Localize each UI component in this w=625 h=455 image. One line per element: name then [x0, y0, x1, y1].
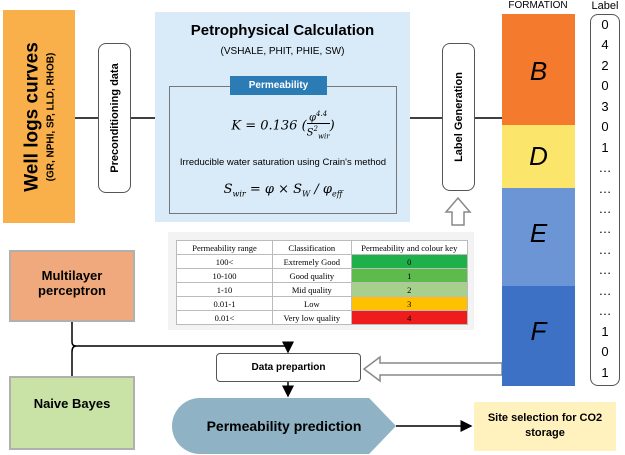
label-generation-box: Label Generation — [442, 43, 475, 191]
well-logs-title: Well logs curves — [21, 41, 43, 192]
formation-zone-f: F — [502, 286, 575, 386]
label-column-header: Label — [591, 0, 619, 12]
range-cell: 0.01< — [175, 310, 274, 325]
label-value: 0 — [601, 17, 609, 32]
label-value: … — [598, 282, 612, 298]
label-value: 3 — [601, 98, 609, 114]
label-value: 1 — [601, 364, 609, 380]
classification-cell: Very low quality — [272, 310, 352, 325]
label-value: … — [598, 262, 612, 278]
color-key-cell: 1 — [350, 268, 469, 283]
equation-swir: Swir = φ × SW / φeff — [223, 182, 343, 199]
formation-zone-e: E — [502, 188, 575, 286]
label-generation-label: Label Generation — [452, 72, 465, 162]
table-row: 100< Extremely Good 0 — [175, 254, 469, 269]
well-logs-subtitle: (GR, NPHI, SP, LLD, RHOB) — [45, 52, 57, 181]
naive-bayes-label: Naive Bayes — [33, 396, 111, 411]
well-logs-box: Well logs curves (GR, NPHI, SP, LLD, RHO… — [3, 10, 75, 223]
hollow-left-arrow — [362, 355, 503, 383]
color-key-cell: 4 — [350, 310, 469, 325]
label-value: … — [598, 160, 612, 176]
range-cell: 100< — [175, 254, 274, 269]
classification-cell: Extremely Good — [272, 254, 352, 269]
label-value: 1 — [601, 139, 609, 155]
table-header-row: Permeability range Classification Permea… — [175, 240, 469, 255]
preconditioning-box: Preconditioning data — [98, 43, 131, 193]
label-value: 0 — [601, 78, 609, 94]
table-header: Permeability range — [175, 240, 274, 255]
label-value: … — [598, 303, 612, 319]
petrophysical-subtitle: (VSHALE, PHIT, PHIE, SW) — [220, 46, 345, 57]
label-value: 2 — [601, 57, 609, 73]
table-row: 0.01< Very low quality 4 — [175, 310, 469, 325]
label-value: 1 — [601, 323, 609, 339]
zone-label: D — [529, 141, 548, 171]
label-value: … — [598, 201, 612, 216]
label-value: … — [598, 180, 612, 196]
classification-cell: Good quality — [272, 268, 352, 283]
zone-label: F — [530, 316, 547, 346]
formation-zone-b: B — [502, 14, 575, 125]
preconditioning-label: Preconditioning data — [108, 63, 121, 173]
color-key-cell: 3 — [350, 296, 469, 311]
label-value: 0 — [601, 119, 609, 135]
table-row: 1-10 Mid quality 2 — [175, 282, 469, 297]
zone-label: E — [529, 218, 548, 248]
label-value: 0 — [601, 344, 609, 360]
hollow-up-arrow — [444, 196, 472, 226]
permeability-table: Permeability range Classification Permea… — [175, 240, 469, 325]
range-cell: 1-10 — [175, 282, 274, 297]
table-row: 0.01-1 Low 3 — [175, 296, 469, 311]
irreducible-text: Irreducible water saturation using Crain… — [179, 157, 387, 168]
mlp-label: Multilayer perceptron — [38, 268, 106, 298]
multilayer-perceptron-box: Multilayer perceptron — [9, 250, 135, 322]
formation-zone-d: D — [502, 125, 575, 188]
naive-bayes-box: Naive Bayes — [9, 376, 135, 450]
range-cell: 0.01-1 — [175, 296, 274, 311]
table-header: Permeability and colour key — [350, 240, 469, 255]
label-column: 0 4 2 0 3 0 1 … … … … … … … … 1 0 1 — [590, 14, 620, 386]
line-nb-merge — [71, 345, 77, 376]
zone-label: B — [529, 56, 548, 86]
label-value: 4 — [601, 37, 609, 53]
table-row: 10-100 Good quality 1 — [175, 268, 469, 283]
permeability-table-panel: Permeability range Classification Permea… — [168, 232, 474, 330]
label-value: … — [598, 241, 612, 257]
formation-header: FORMATION — [508, 0, 568, 11]
petrophysical-title: Petrophysical Calculation — [190, 22, 375, 39]
label-value: … — [598, 221, 612, 237]
site-selection-box: Site selection for CO2 storage — [474, 402, 616, 451]
table-header: Classification — [272, 240, 352, 255]
range-cell: 10-100 — [175, 268, 274, 283]
classification-cell: Low — [272, 296, 352, 311]
data-preparation-box: Data prepartion — [216, 353, 361, 382]
permeability-prediction-shape: Permeability prediction — [172, 398, 396, 454]
classification-cell: Mid quality — [272, 282, 352, 297]
permeability-header: Permeability — [230, 76, 327, 95]
color-key-cell: 0 — [350, 254, 469, 269]
color-key-cell: 2 — [350, 282, 469, 297]
